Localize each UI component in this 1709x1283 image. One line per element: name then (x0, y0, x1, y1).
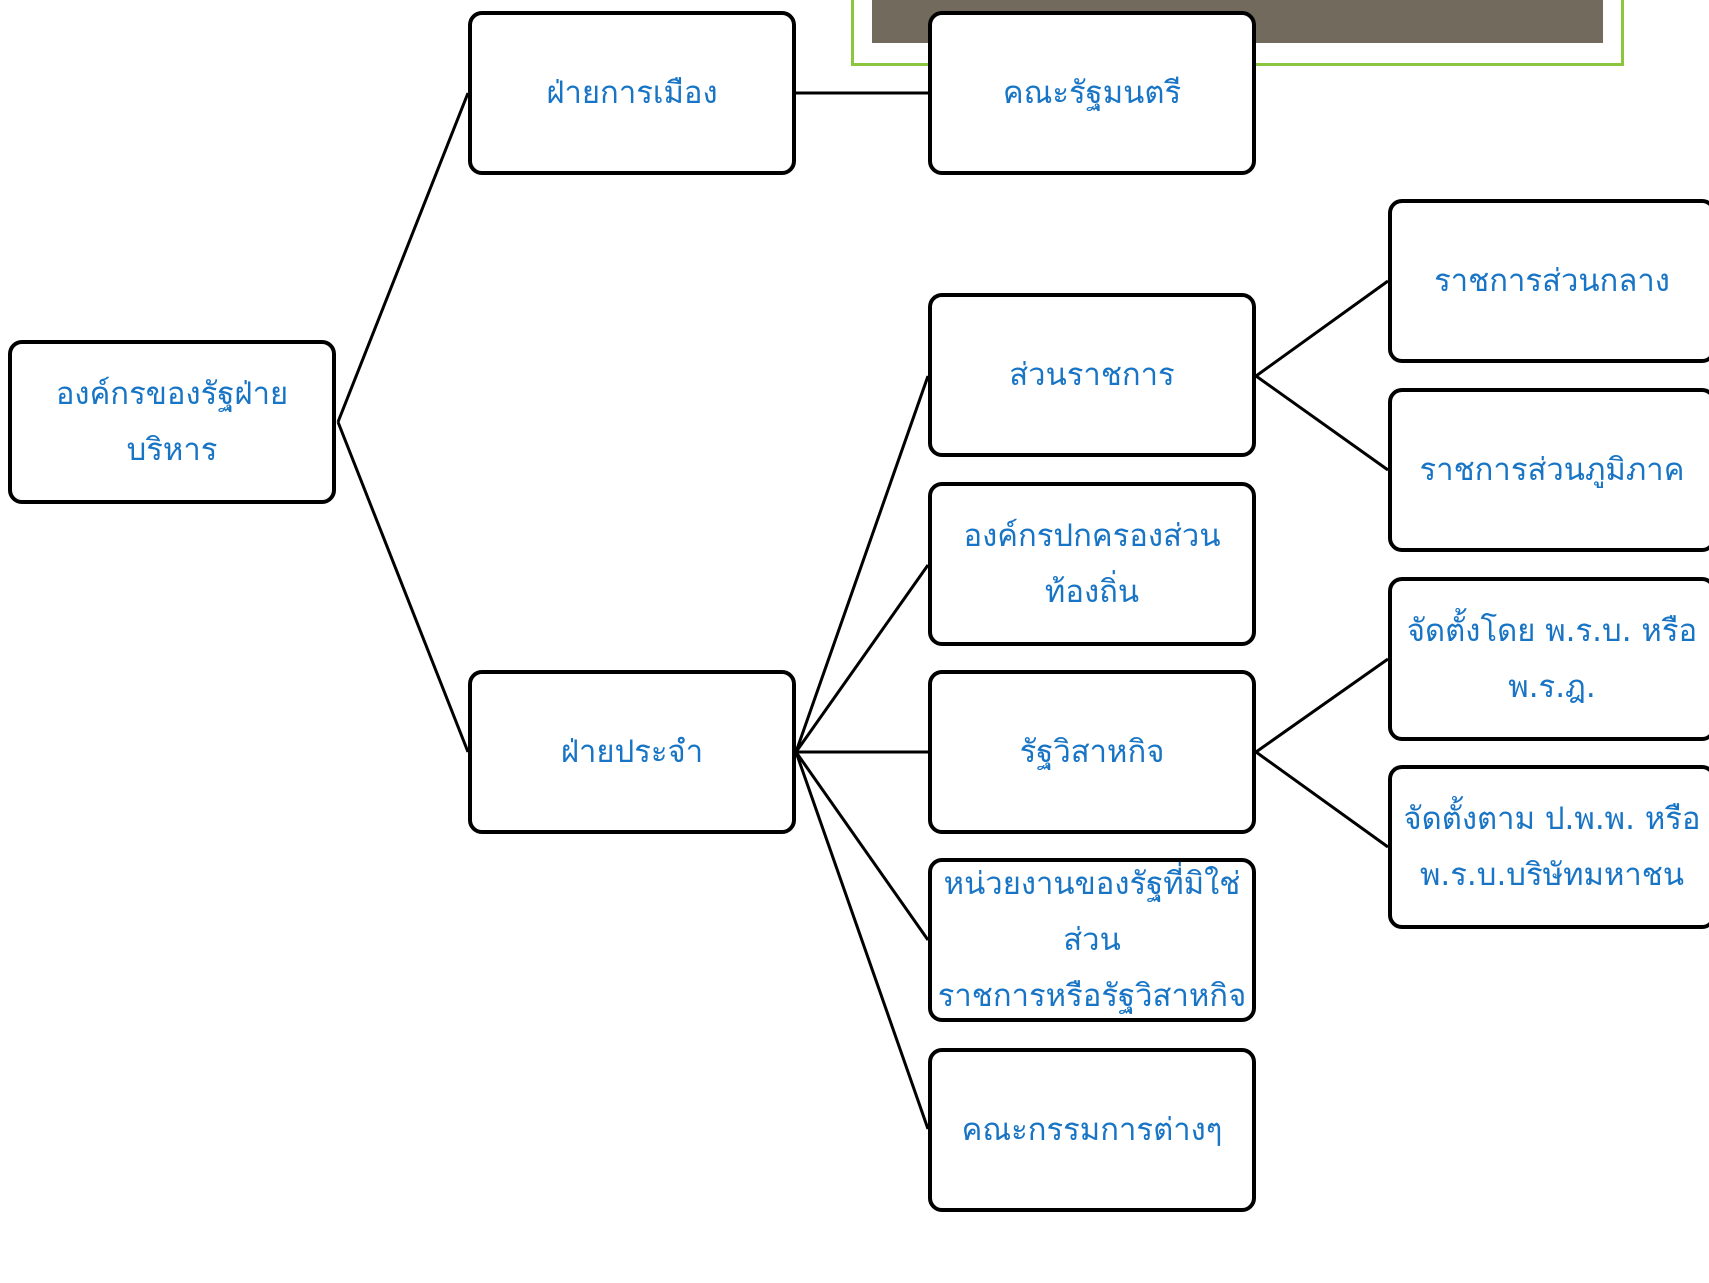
connector-permanent-committees (794, 751, 930, 1130)
node-other-state-units-label: หน่วยงานของรัฐที่มิใช่ส่วน ราชการหรือรัฐ… (937, 866, 1247, 1014)
connector-permanent-local-admin (794, 564, 930, 753)
node-central-admin: ราชการส่วนกลาง (1388, 199, 1709, 363)
node-root-label: องค์กรของรัฐฝ่ายบริหาร (55, 376, 289, 468)
node-regional-admin-label: ราชการส่วนภูมิภาค (1419, 452, 1685, 488)
connector-state-enterprise-code (1255, 750, 1389, 849)
node-se-by-code-label: จัดตั้งตาม ป.พ.พ. หรือ พ.ร.บ.บริษัทมหาชน (1403, 801, 1701, 893)
node-gov-agencies-label: ส่วนราชการ (1009, 357, 1175, 393)
node-permanent-label: ฝ่ายประจำ (560, 734, 704, 770)
node-cabinet: คณะรัฐมนตรี (928, 11, 1256, 175)
node-central-admin-label: ราชการส่วนกลาง (1434, 263, 1670, 299)
node-se-by-act-label: จัดตั้งโดย พ.ร.บ. หรือ พ.ร.ฎ. (1406, 613, 1698, 705)
node-cabinet-label: คณะรัฐมนตรี (1002, 75, 1182, 111)
node-gov-agencies: ส่วนราชการ (928, 293, 1256, 457)
node-local-admin-label: องค์กรปกครองส่วน ท้องถิ่น (963, 518, 1221, 610)
node-state-enterprise: รัฐวิสาหกิจ (928, 670, 1256, 834)
connector-permanent-gov-agencies (794, 375, 930, 753)
node-political-label: ฝ่ายการเมือง (546, 75, 718, 111)
node-political: ฝ่ายการเมือง (468, 11, 796, 175)
node-state-enterprise-label: รัฐวิสาหกิจ (1019, 734, 1165, 770)
connector-state-enterprise-act (1255, 657, 1389, 754)
node-regional-admin: ราชการส่วนภูมิภาค (1388, 388, 1709, 552)
node-se-by-act: จัดตั้งโดย พ.ร.บ. หรือ พ.ร.ฎ. (1388, 577, 1709, 741)
connector-gov-agencies-regional (1255, 374, 1389, 472)
node-committees: คณะกรรมการต่างๆ (928, 1048, 1256, 1212)
connector-root-political (336, 92, 470, 423)
node-other-state-units: หน่วยงานของรัฐที่มิใช่ส่วน ราชการหรือรัฐ… (928, 858, 1256, 1022)
node-se-by-code: จัดตั้งตาม ป.พ.พ. หรือ พ.ร.บ.บริษัทมหาชน (1388, 765, 1709, 929)
connector-gov-agencies-central (1255, 279, 1389, 378)
node-committees-label: คณะกรรมการต่างๆ (961, 1112, 1223, 1148)
node-permanent: ฝ่ายประจำ (468, 670, 796, 834)
node-local-admin: องค์กรปกครองส่วน ท้องถิ่น (928, 482, 1256, 646)
connector-permanent-other-units (794, 751, 930, 941)
node-root: องค์กรของรัฐฝ่ายบริหาร (8, 340, 336, 504)
connector-root-permanent (336, 421, 470, 753)
